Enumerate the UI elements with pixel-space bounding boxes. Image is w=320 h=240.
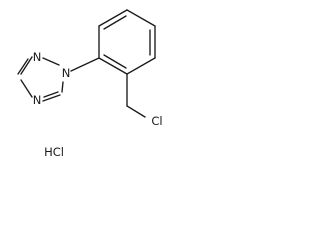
bond-n4-c5 <box>42 94 61 102</box>
triazole-ring <box>17 56 64 102</box>
bond-n2-c3 <box>20 56 33 75</box>
salt-label: HCl <box>44 145 64 159</box>
atom-label-n4: N <box>33 93 42 107</box>
bond-n4-c5-double <box>43 91 59 98</box>
chemical-structure: N N N Cl HCl <box>17 9 163 159</box>
bond-ring-2 <box>98 9 128 27</box>
atom-label-cl: Cl <box>151 114 162 128</box>
bond-c5-n1 <box>61 81 64 93</box>
bond-ring-3 <box>126 9 156 27</box>
atom-label-n2: N <box>33 50 42 64</box>
atom-label-n1: N <box>62 66 71 80</box>
bond-ring-double-a <box>103 15 127 30</box>
bond-ring-6 <box>98 57 128 75</box>
bond-ring-double-c <box>103 54 127 69</box>
bond-n1-n2 <box>42 57 60 66</box>
bond-c3-n4 <box>20 79 33 98</box>
bond-n2-c3-double <box>17 58 29 75</box>
bond-n1-phenyl <box>70 57 100 72</box>
benzene-ring <box>98 9 156 75</box>
bond-ch2-cl <box>126 105 146 118</box>
bond-ring-5 <box>126 57 156 75</box>
